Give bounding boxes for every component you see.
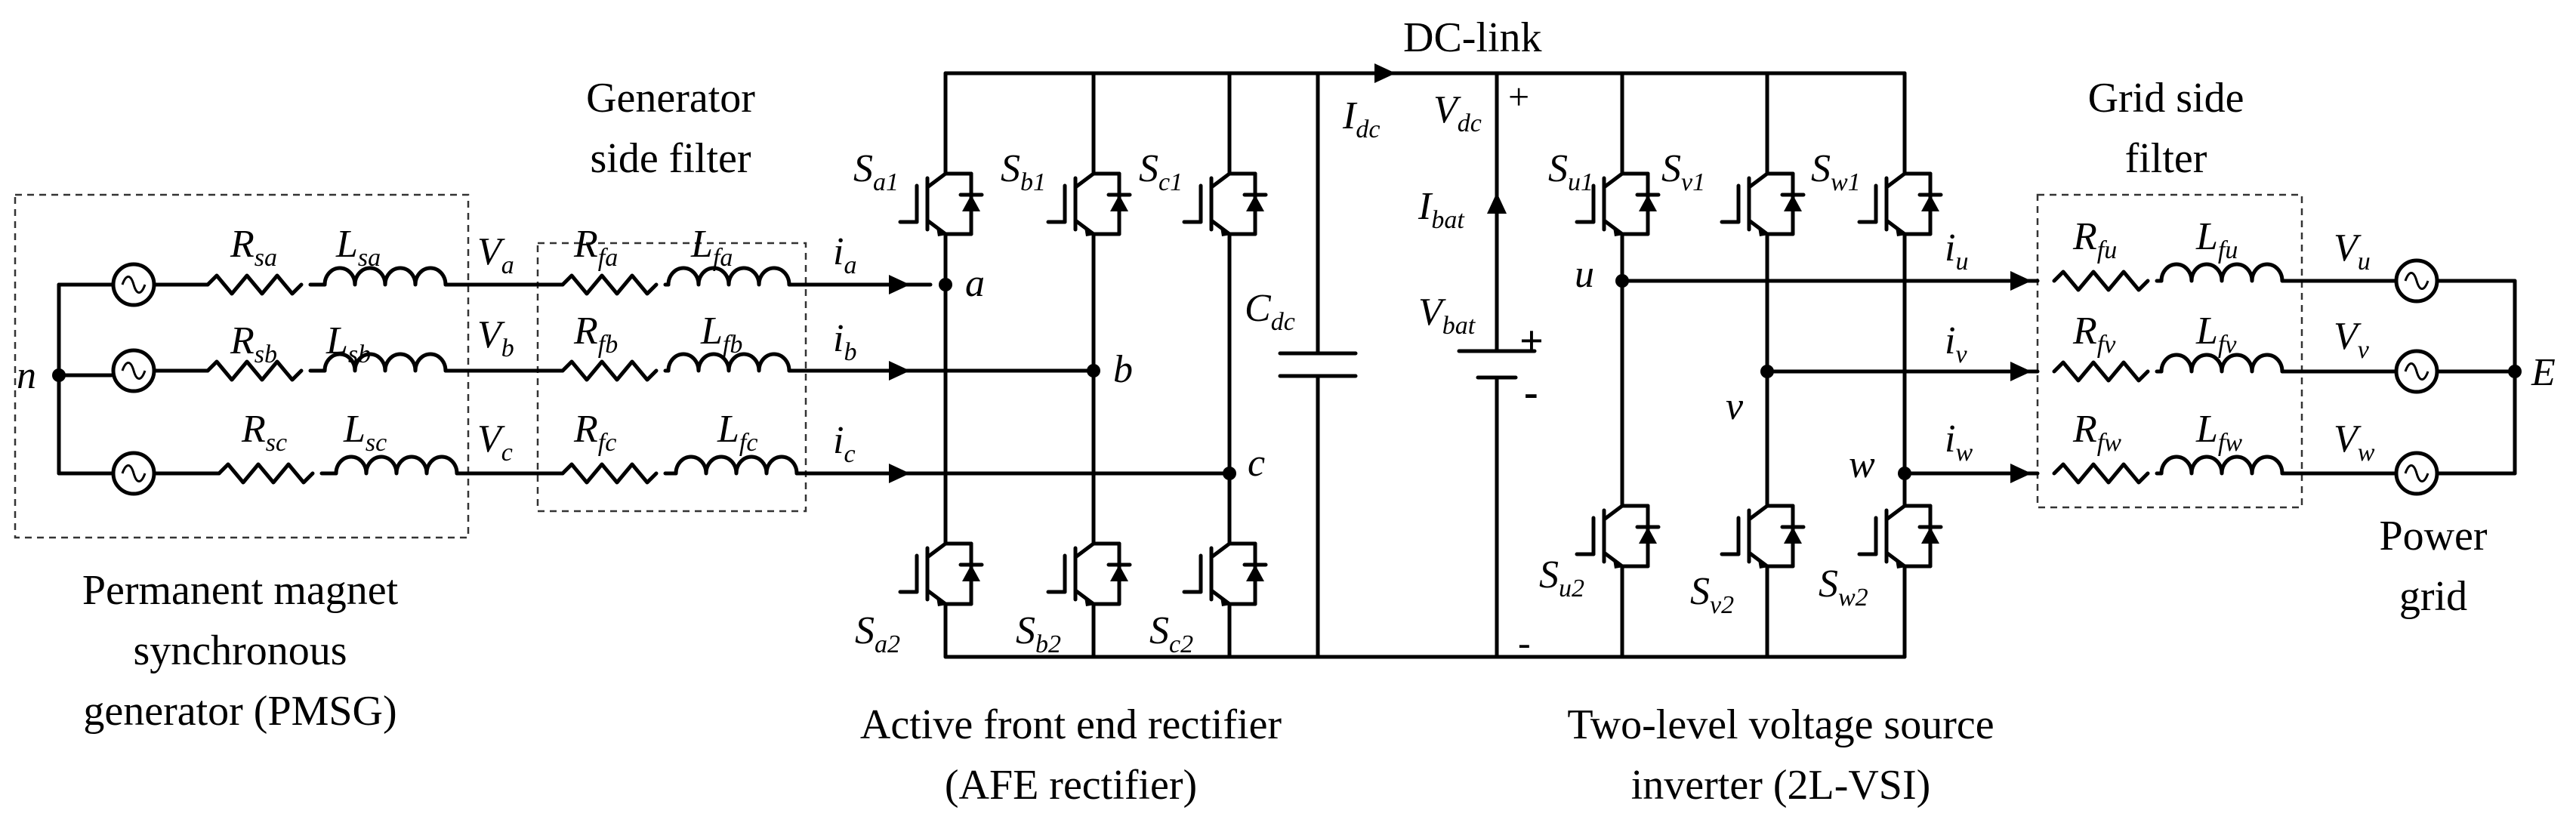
- r-sb-label: Rsb: [230, 319, 277, 368]
- afe-caption-2: (AFE rectifier): [945, 762, 1197, 809]
- grid-row-w: [2010, 453, 2517, 494]
- battery: [1457, 71, 1537, 659]
- idc-label: Idc: [1342, 94, 1380, 143]
- r-fw-label: Rfw: [2072, 408, 2121, 457]
- v-v-label: Vv: [2334, 315, 2370, 364]
- i-c-label: ic: [833, 419, 856, 468]
- node-v-label: v: [1726, 385, 1744, 428]
- node-a-label: a: [965, 262, 985, 305]
- gen-filter-caption-2: side filter: [590, 135, 751, 182]
- gen-row-labels: Rsa Lsa Va Rfa Lfa ia Rsb Lsb Vb Rfb Lfb…: [230, 223, 856, 468]
- r-fa-label: Rfa: [573, 223, 618, 272]
- grid-neutral-label: E: [2531, 351, 2556, 394]
- sw-sc2-label: Sc2: [1149, 609, 1193, 658]
- dclink-label: DC-link: [1403, 14, 1542, 61]
- vsi-legs: [1577, 71, 2040, 659]
- bat-plus-label: +: [1519, 318, 1544, 365]
- grid-row-labels: iu Rfu Lfu Vu iv Rfv Lfv Vv iw Rfw Lfw V…: [1945, 215, 2375, 467]
- afe-caption-1: Active front end rectifier: [860, 701, 1282, 748]
- sw-sb2-label: Sb2: [1016, 609, 1061, 658]
- afe-switch-labels: Sa1 Sb1 Sc1 Sa2 Sb2 Sc2: [853, 147, 1193, 658]
- gen-row-b: [113, 350, 1096, 391]
- i-a-label: ia: [833, 230, 856, 279]
- node-c-label: c: [1248, 442, 1265, 485]
- sw-sc1-label: Sc1: [1139, 147, 1183, 196]
- l-fv-label: Lfv: [2195, 310, 2237, 359]
- v-w-label: Vw: [2334, 418, 2375, 467]
- r-fb-label: Rfb: [573, 310, 618, 359]
- afe-legs: [900, 71, 1266, 659]
- grid-caption-2: grid: [2399, 573, 2467, 620]
- sw-sa1-label: Sa1: [853, 147, 899, 196]
- vbat-label: Vbat: [1418, 291, 1476, 340]
- i-u-label: iu: [1945, 227, 1968, 276]
- pmsg-caption-2: synchronous: [133, 627, 347, 674]
- cdc-label: Cdc: [1245, 287, 1295, 336]
- neutral-label: n: [17, 354, 36, 397]
- r-fu-label: Rfu: [2072, 215, 2117, 264]
- node-u-label: u: [1575, 253, 1594, 296]
- v-b-label: Vb: [477, 313, 514, 362]
- l-fb-label: Lfb: [700, 310, 742, 359]
- bat-minus-label: -: [1524, 369, 1538, 416]
- l-sa-label: Lsa: [335, 223, 381, 272]
- ibat-label: Ibat: [1418, 185, 1465, 234]
- dc-plus-label: +: [1508, 76, 1529, 118]
- vsi-caption-1: Two-level voltage source: [1567, 701, 1994, 748]
- block-captions: Permanent magnet synchronous generator (…: [82, 75, 2488, 809]
- v-a-label: Va: [477, 230, 514, 279]
- grid-neutral: [2508, 279, 2522, 476]
- l-fa-label: Lfa: [690, 223, 733, 272]
- sw-sw1-label: Sw1: [1811, 147, 1861, 196]
- sw-su2-label: Su2: [1539, 553, 1584, 602]
- sw-su1-label: Su1: [1548, 147, 1593, 196]
- r-sc-label: Rsc: [241, 408, 287, 457]
- l-fu-label: Lfu: [2195, 215, 2238, 264]
- sw-sa2-label: Sa2: [855, 609, 900, 658]
- v-u-label: Vu: [2334, 227, 2371, 276]
- i-v-label: iv: [1945, 319, 1967, 368]
- i-w-label: iw: [1945, 418, 1973, 467]
- grid-row-v: [2010, 351, 2517, 392]
- l-sc-label: Lsc: [343, 408, 387, 457]
- l-sb-label: Lsb: [325, 319, 371, 368]
- i-b-label: ib: [833, 317, 856, 366]
- dc-minus-label: -: [1518, 621, 1531, 664]
- grid-filter-caption-2: filter: [2125, 135, 2207, 182]
- gen-row-c: [113, 453, 1232, 494]
- r-fc-label: Rfc: [573, 408, 616, 457]
- gen-filter-caption-1: Generator: [586, 75, 755, 122]
- node-b-label: b: [1113, 348, 1133, 391]
- vsi-caption-2: inverter (2L-VSI): [1631, 762, 1931, 809]
- r-sa-label: Rsa: [230, 223, 277, 272]
- v-c-label: Vc: [477, 418, 513, 467]
- pmsg-caption-1: Permanent magnet: [82, 567, 399, 614]
- sw-sv2-label: Sv2: [1690, 570, 1734, 619]
- sw-sv1-label: Sv1: [1661, 147, 1705, 196]
- dc-bus: DC-link Idc Vdc + -: [943, 14, 1907, 664]
- pmsg-box: [14, 193, 470, 539]
- vdc-label: Vdc: [1433, 88, 1482, 137]
- sw-sb1-label: Sb1: [1001, 147, 1046, 196]
- vsi-switch-labels: Su1 Sv1 Sw1 Su2 Sv2 Sw2: [1539, 147, 1868, 619]
- pmsg-wiring: [52, 282, 114, 476]
- gen-filter-box: [536, 242, 807, 513]
- gen-row-a: [113, 264, 933, 305]
- node-w-label: w: [1849, 443, 1875, 486]
- l-fw-label: Lfw: [2195, 408, 2242, 457]
- grid-filter-caption-1: Grid side: [2088, 75, 2244, 122]
- grid-row-u: [2010, 260, 2517, 301]
- l-fc-label: Lfc: [717, 408, 757, 457]
- pmsg-caption-3: generator (PMSG): [83, 688, 396, 735]
- sw-sw2-label: Sw2: [1819, 562, 1868, 612]
- dc-capacitor: [1278, 71, 1358, 659]
- grid-caption-1: Power: [2379, 513, 2487, 559]
- grid-filter-box: [2036, 193, 2303, 509]
- r-fv-label: Rfv: [2072, 310, 2116, 359]
